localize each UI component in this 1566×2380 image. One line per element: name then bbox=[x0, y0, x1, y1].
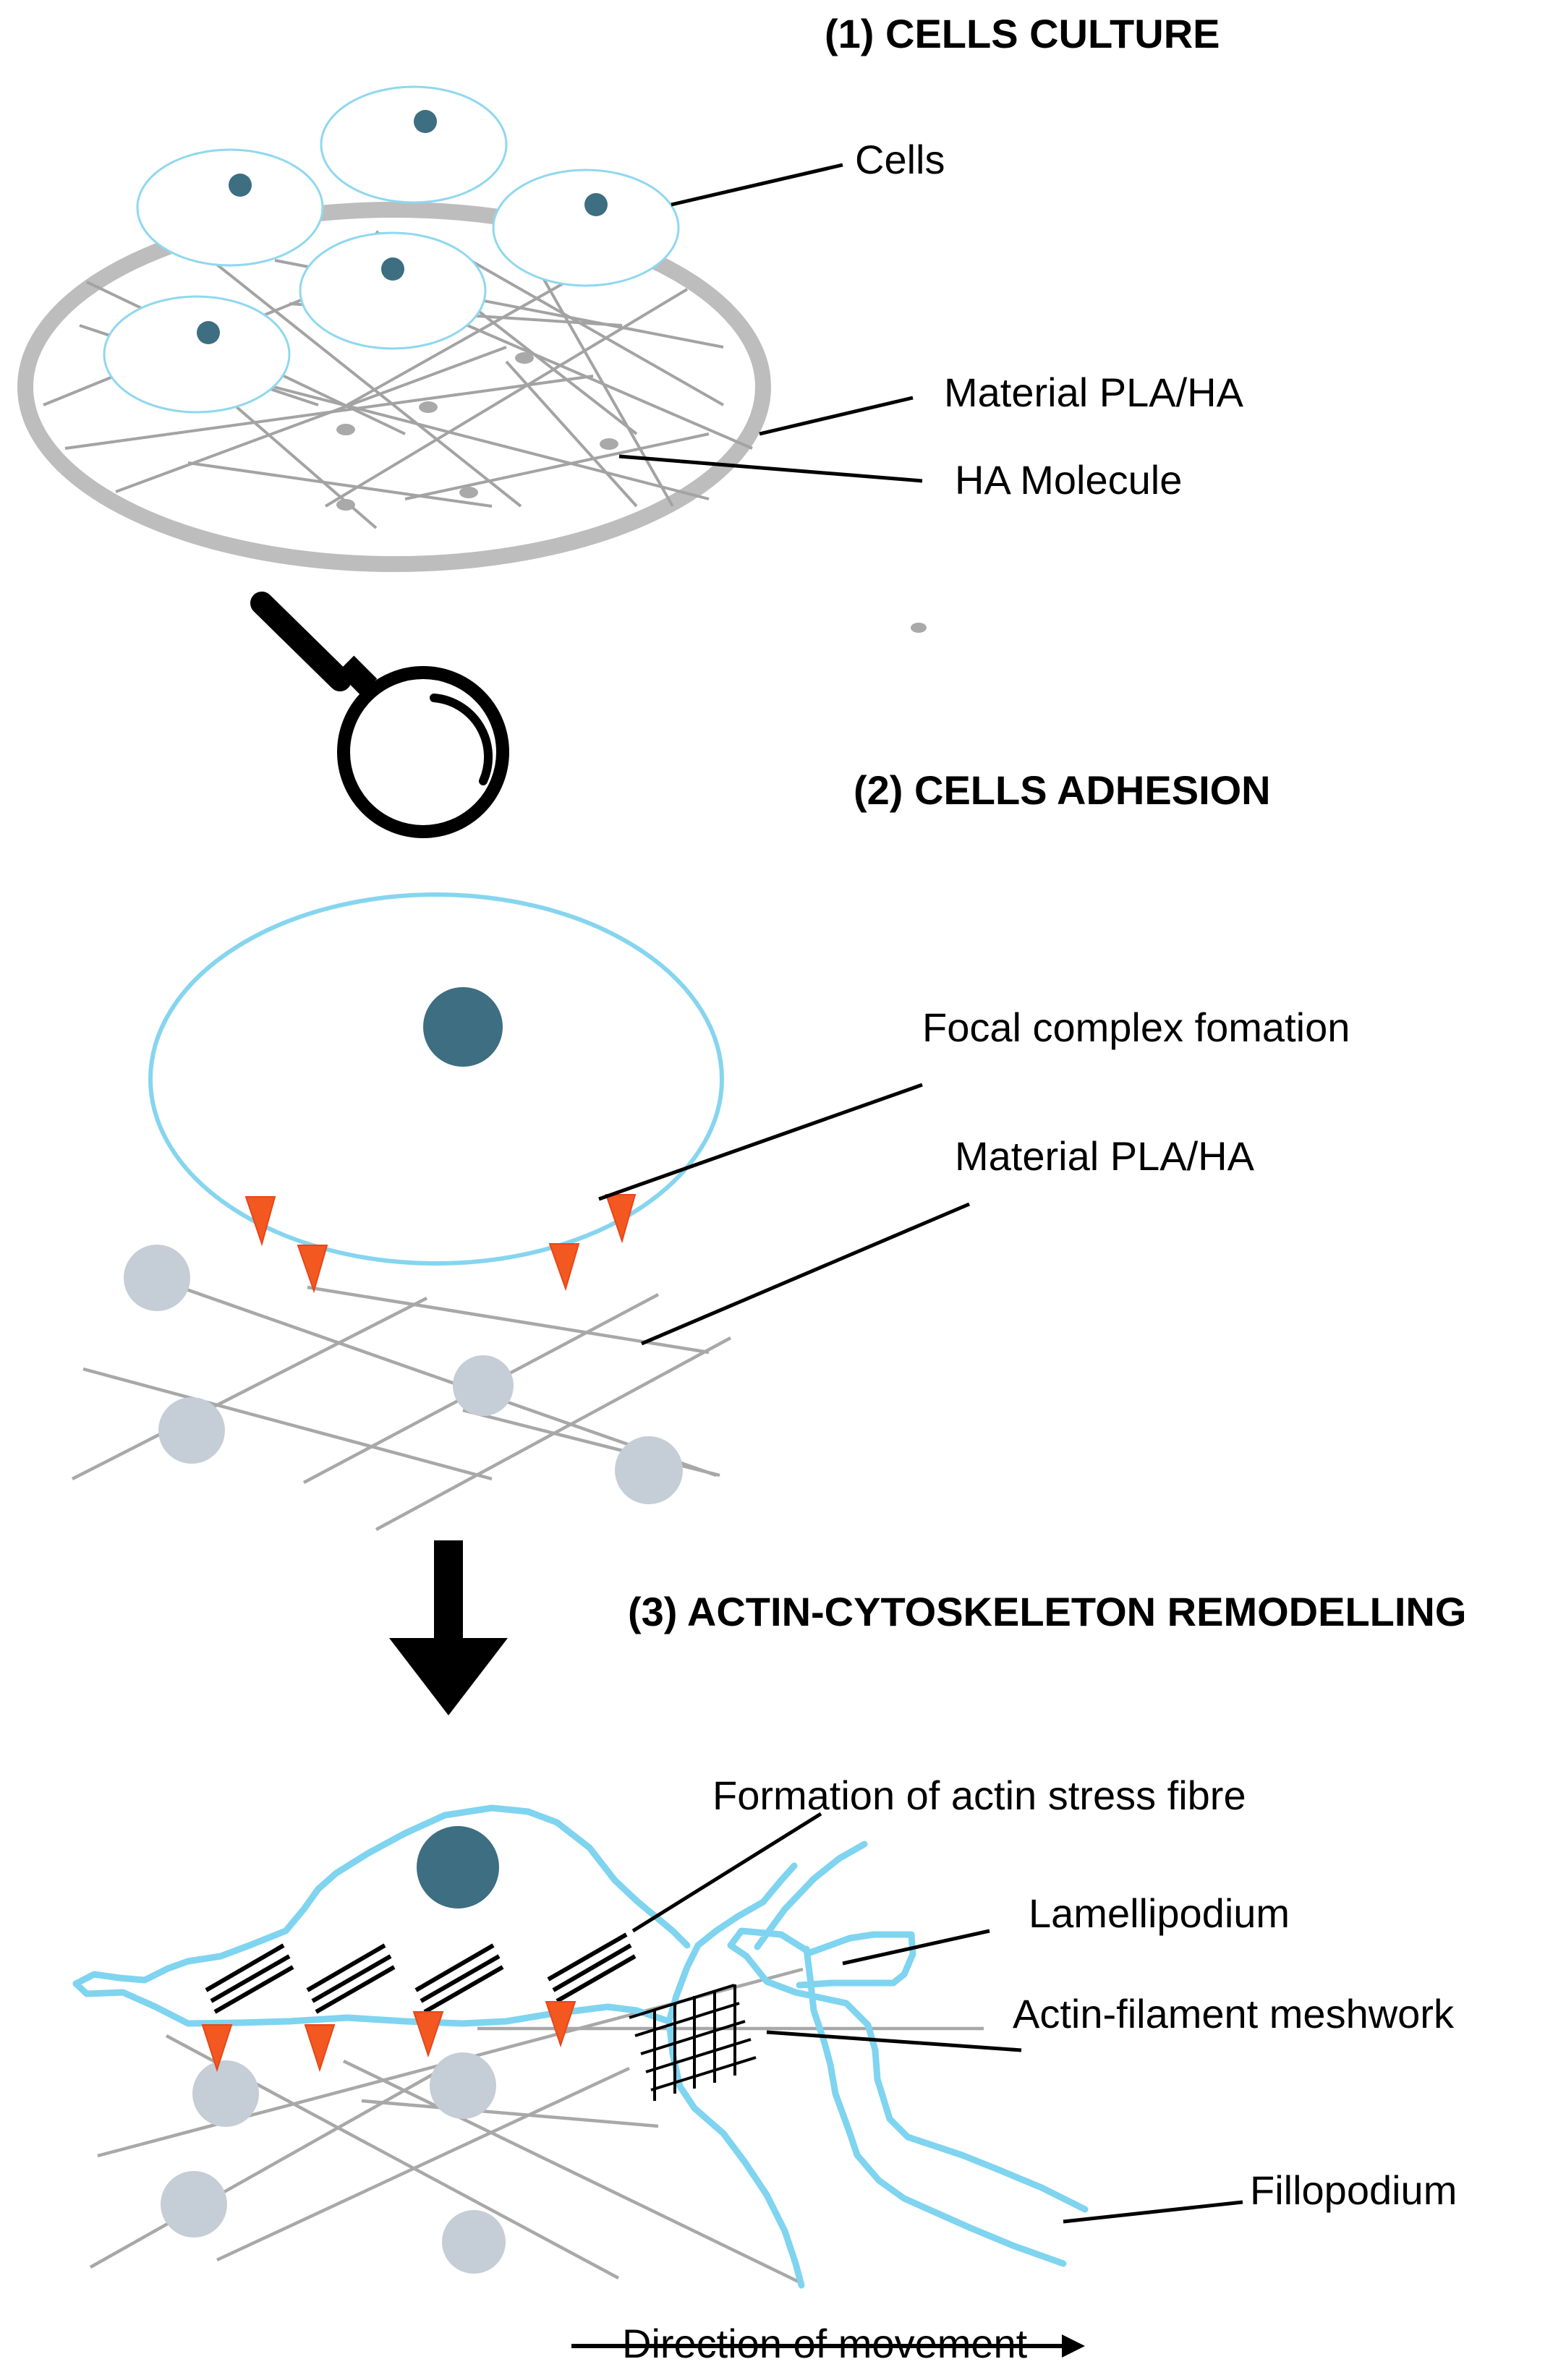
nucleus bbox=[229, 174, 252, 197]
cell bbox=[320, 85, 508, 204]
nucleus bbox=[584, 193, 608, 216]
adhered-cell bbox=[148, 892, 724, 1266]
label-focal-complex: Focal complex fomation bbox=[922, 1005, 1350, 1050]
nucleus bbox=[197, 321, 220, 344]
migration-adhesion-points bbox=[201, 2001, 576, 2073]
label-material-pla-ha-2: Material PLA/HA bbox=[955, 1133, 1255, 1179]
label-ha-molecule: HA Molecule bbox=[955, 457, 1182, 503]
ha-particles-3 bbox=[161, 2052, 506, 2274]
cell bbox=[103, 295, 291, 414]
label-actin-meshwork: Actin-filament meshwork bbox=[1013, 1991, 1455, 2036]
label-stress-fibre: Formation of actin stress fibre bbox=[712, 1773, 1246, 1818]
nucleus bbox=[381, 257, 404, 281]
step2-heading: (2) CELLS ADHESION bbox=[854, 767, 1271, 813]
label-cells: Cells bbox=[855, 137, 945, 182]
label-material-pla-ha: Material PLA/HA bbox=[944, 370, 1244, 415]
actin-meshwork bbox=[629, 1984, 757, 2101]
label-lamellipodium: Lamellipodium bbox=[1029, 1890, 1290, 1936]
cell bbox=[136, 148, 324, 267]
step3-heading: (3) ACTIN-CYTOSKELETON REMODELLING bbox=[628, 1589, 1466, 1634]
focal-adhesion-points bbox=[244, 1194, 637, 1294]
cultured-cells bbox=[103, 85, 680, 414]
nucleus bbox=[414, 110, 437, 133]
step1-heading: (1) CELLS CULTURE bbox=[825, 11, 1220, 56]
label-fillopodium: Fillopodium bbox=[1250, 2167, 1457, 2213]
down-arrow-icon bbox=[389, 1540, 508, 1715]
label-direction: Direction of movement bbox=[622, 2321, 1028, 2366]
actin-stress-fibres bbox=[205, 1932, 637, 2014]
migrating-cell-nucleus bbox=[417, 1826, 499, 1908]
migrating-cell-membrane bbox=[72, 1804, 1089, 2289]
cell bbox=[492, 169, 680, 287]
cell bbox=[299, 231, 487, 350]
adhered-cell-nucleus bbox=[423, 987, 503, 1067]
ha-particles bbox=[124, 1245, 683, 1504]
magnifier-icon bbox=[250, 592, 509, 838]
right-arrow-icon bbox=[571, 2334, 1085, 2358]
ha-molecules bbox=[336, 352, 927, 633]
